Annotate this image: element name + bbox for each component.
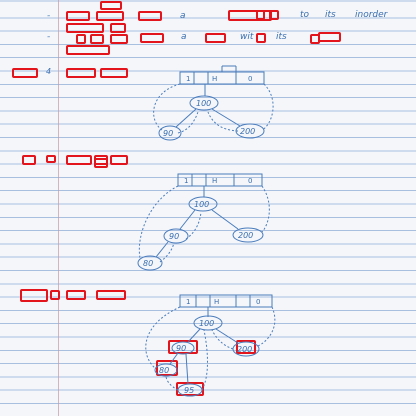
margin-dash-2: - <box>47 32 51 42</box>
annotation-box <box>110 155 128 165</box>
annotation-box <box>66 290 86 300</box>
annotation-box <box>100 68 128 78</box>
tree1-node-200: 200 <box>240 127 255 136</box>
annotation-box <box>138 11 162 21</box>
annotation-box <box>66 155 92 165</box>
annotation-box <box>50 290 60 300</box>
tree1-cell-h: H <box>212 75 217 83</box>
tree3-cell-0: 0 <box>256 298 260 306</box>
annotation-box <box>12 68 38 78</box>
tree1-node-100: 100 <box>196 99 211 108</box>
annotation-box <box>205 33 226 43</box>
annotation-box <box>66 23 104 33</box>
annotation-box <box>96 290 126 300</box>
tree2-node-200: 200 <box>238 231 253 240</box>
annotation-box <box>168 340 198 354</box>
annotation-box <box>66 68 96 78</box>
annotation-box <box>100 1 122 10</box>
annotation-box <box>176 382 204 396</box>
annotation-box <box>110 23 126 33</box>
tree2-cell-h: H <box>212 177 217 185</box>
annotation-box <box>269 10 279 20</box>
annotation-box <box>22 155 36 165</box>
margin-dash-1: - <box>47 11 51 21</box>
annotation-box <box>76 34 86 44</box>
annotation-box <box>228 10 272 21</box>
annotation-box <box>66 45 110 55</box>
word-with: wit <box>240 32 254 42</box>
tree3-cell-h: H <box>214 298 219 306</box>
word-its-2: its <box>276 32 287 42</box>
annotation-box <box>90 34 104 44</box>
annotation-box <box>140 33 164 43</box>
word-inorder: inorder <box>355 10 388 20</box>
tree1-cell-1: 1 <box>186 75 190 83</box>
annotation-box <box>94 158 108 168</box>
annotation-box <box>110 34 128 44</box>
annotation-box <box>156 360 178 376</box>
tree2-cell-1: 1 <box>184 177 188 185</box>
word-a-1: a <box>180 11 186 21</box>
tree3-node-100: 100 <box>199 319 214 328</box>
tree2-cell-0: 0 <box>248 177 252 185</box>
step4-number: 4 <box>46 67 52 76</box>
tree3-cell-1: 1 <box>186 298 190 306</box>
annotation-box <box>236 340 256 354</box>
annotation-box <box>256 10 265 20</box>
annotation-box <box>46 155 56 163</box>
tree2-node-90: 90 <box>169 232 179 241</box>
word-to: to <box>300 10 310 20</box>
annotation-box <box>318 32 341 42</box>
word-its: its <box>325 10 336 20</box>
tree1-cell-0: 0 <box>248 75 252 83</box>
annotation-box <box>20 289 48 302</box>
annotation-box <box>256 33 266 43</box>
annotation-box <box>66 11 90 21</box>
tree2-node-100: 100 <box>194 200 209 209</box>
word-a-2: a <box>181 32 187 42</box>
tree2-node-80: 80 <box>143 259 153 268</box>
annotation-box <box>96 11 124 21</box>
tree1-node-90: 90 <box>163 129 173 138</box>
